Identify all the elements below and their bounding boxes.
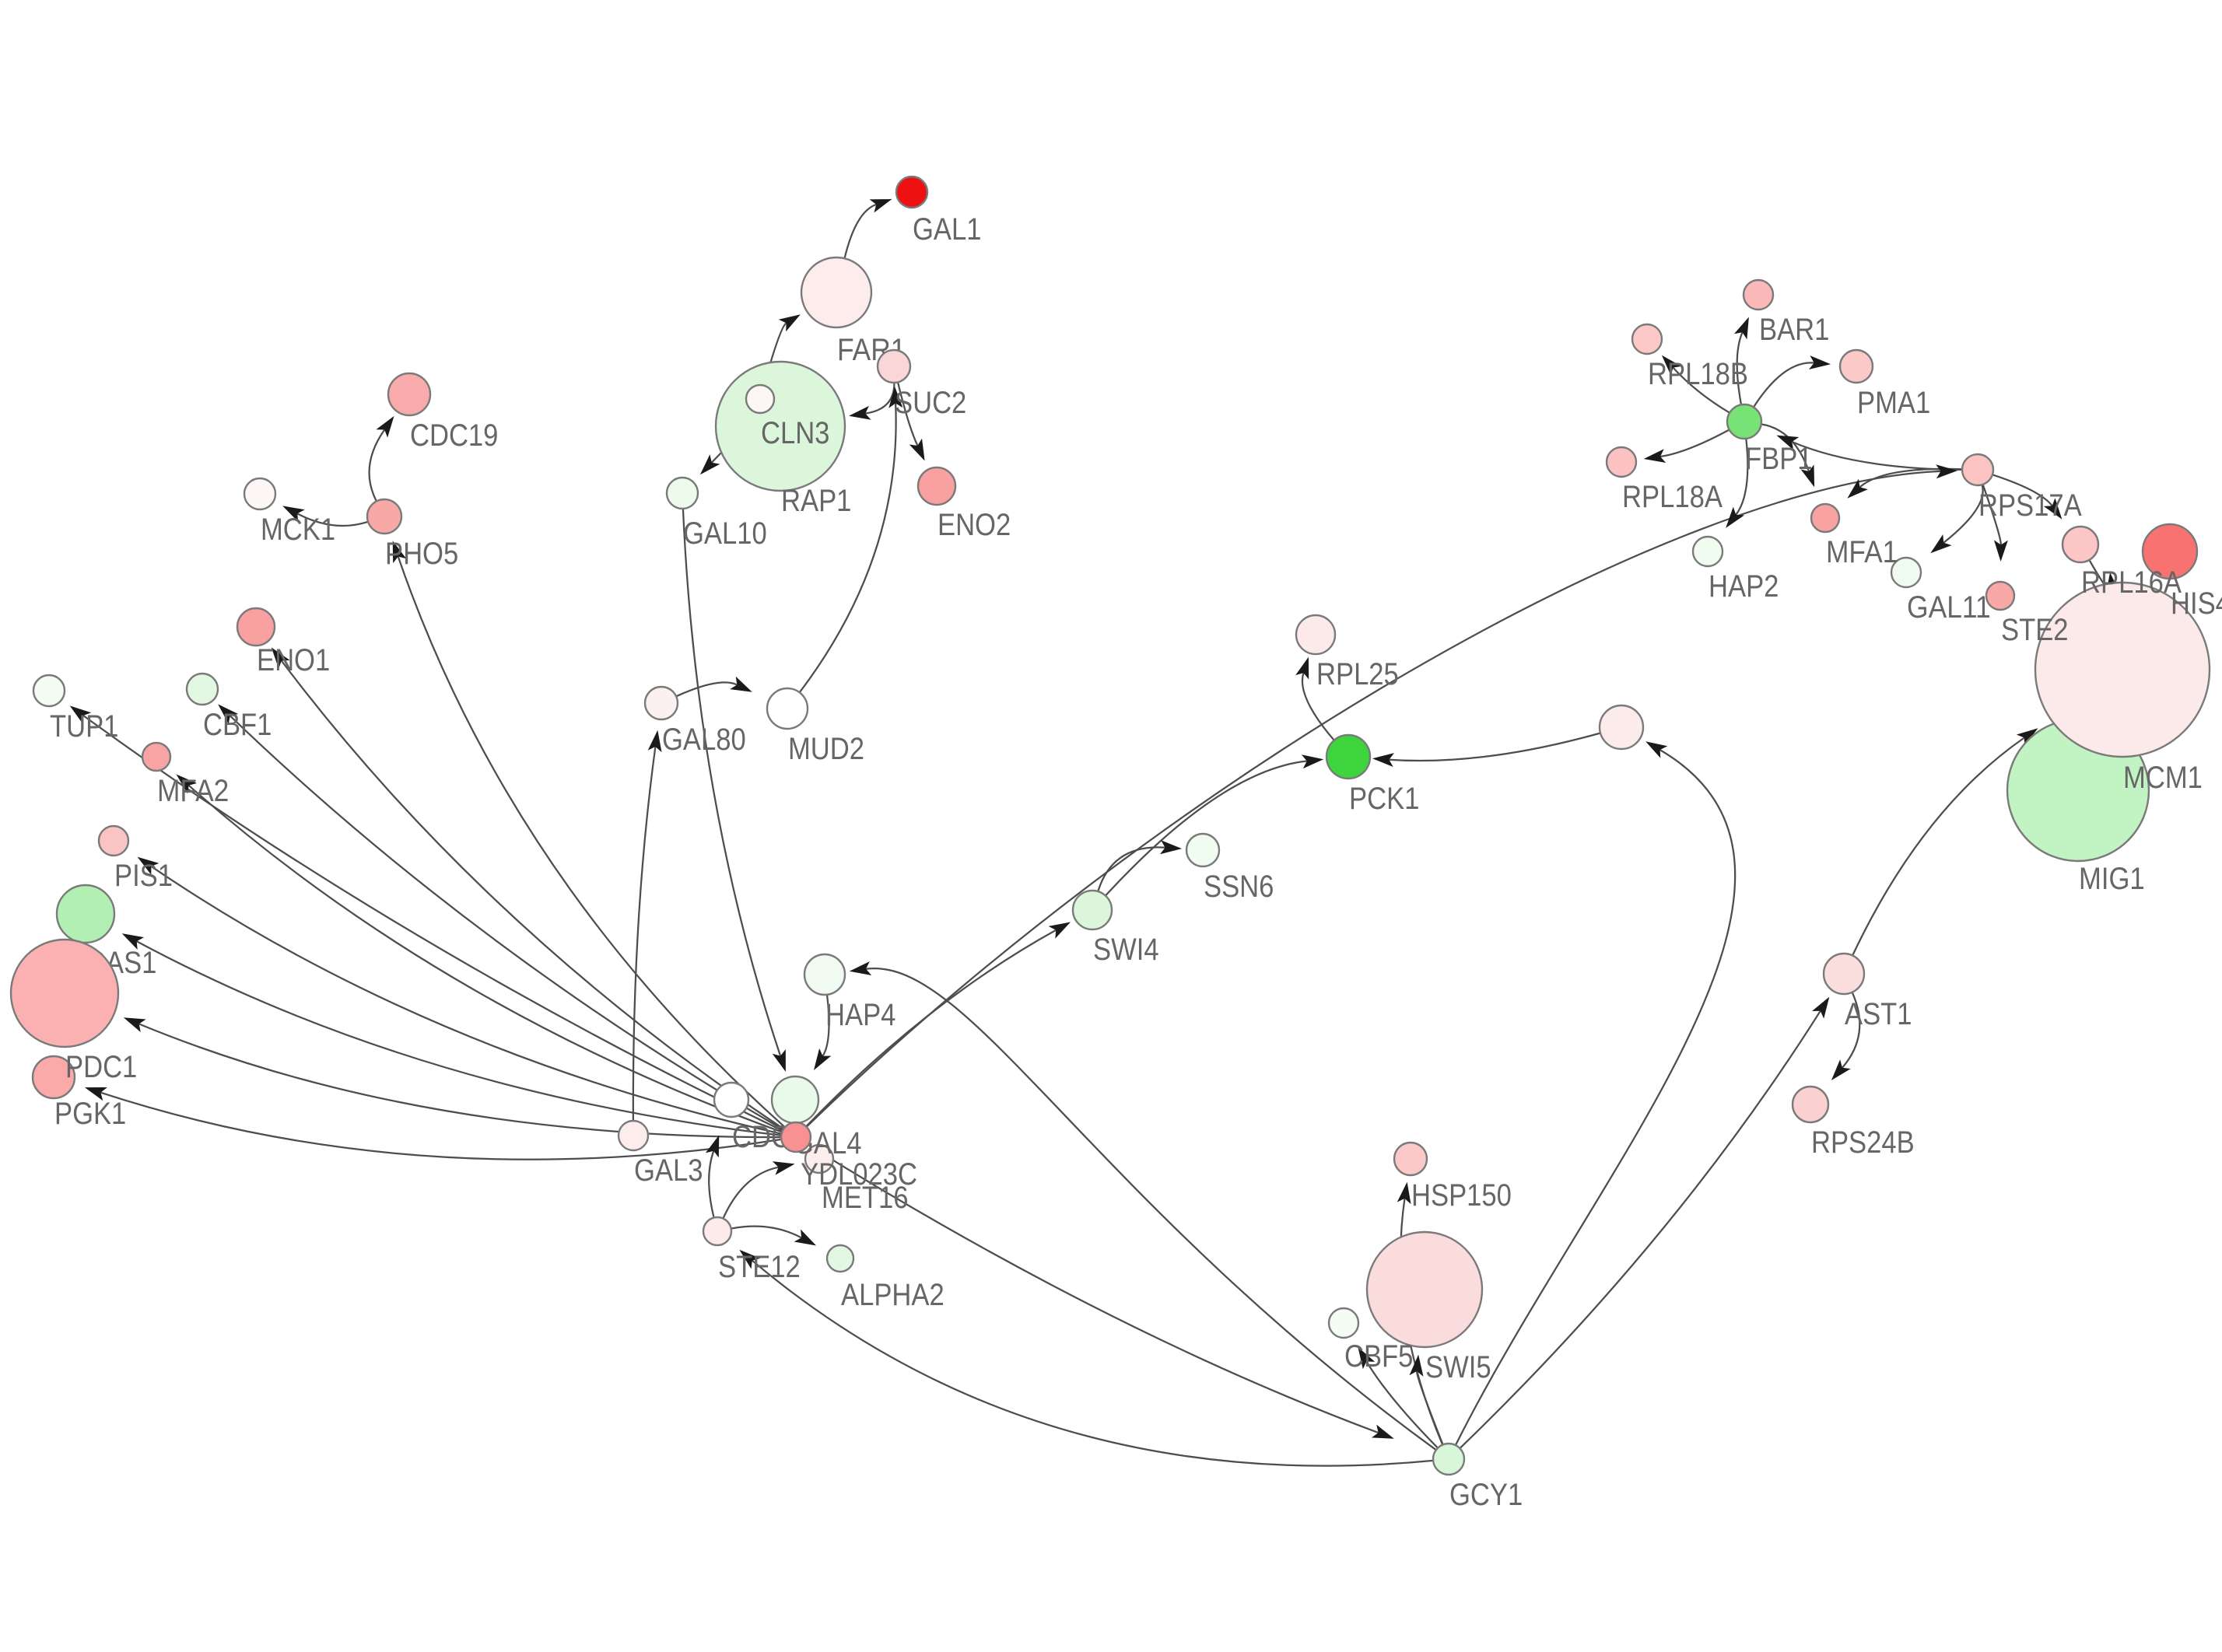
svg-text:HSP150: HSP150 (1411, 1178, 1512, 1213)
svg-text:RPL18A: RPL18A (1622, 480, 1723, 514)
svg-text:PHO5: PHO5 (385, 537, 458, 571)
svg-text:PIS1: PIS1 (114, 859, 173, 893)
svg-text:PCK1: PCK1 (1349, 782, 1419, 816)
svg-text:ENO1: ENO1 (257, 643, 330, 677)
svg-text:SUC2: SUC2 (895, 386, 966, 420)
svg-text:GAL1: GAL1 (913, 212, 982, 247)
svg-text:GCY1: GCY1 (1449, 1478, 1523, 1512)
svg-text:RPS24B: RPS24B (1811, 1125, 1915, 1160)
svg-text:PDC1: PDC1 (65, 1050, 137, 1084)
svg-text:GAL80: GAL80 (662, 723, 746, 757)
svg-text:PMA1: PMA1 (1857, 386, 1930, 420)
svg-text:GAL11: GAL11 (1907, 590, 1991, 625)
svg-text:MIG1: MIG1 (2079, 862, 2145, 896)
svg-text:GAL10: GAL10 (683, 516, 767, 551)
svg-text:TUP1: TUP1 (50, 709, 118, 744)
svg-text:CDC19: CDC19 (410, 418, 498, 453)
svg-text:ENO2: ENO2 (938, 508, 1011, 542)
svg-text:ALPHA2: ALPHA2 (841, 1278, 945, 1312)
svg-text:HAP2: HAP2 (1709, 569, 1779, 604)
svg-text:MET16: MET16 (822, 1181, 909, 1215)
svg-text:MFA1: MFA1 (1826, 535, 1898, 569)
svg-text:RPL16A: RPL16A (2081, 565, 2182, 600)
svg-text:RPL18B: RPL18B (1648, 357, 1748, 391)
svg-text:PGK1: PGK1 (54, 1097, 126, 1131)
svg-text:HIS4: HIS4 (2171, 586, 2222, 621)
svg-text:CLN3: CLN3 (761, 416, 829, 450)
svg-text:MFA2: MFA2 (157, 774, 229, 808)
svg-text:YDL023C: YDL023C (801, 1157, 917, 1192)
svg-text:SSN6: SSN6 (1204, 870, 1274, 904)
svg-text:SWI5: SWI5 (1425, 1350, 1491, 1384)
svg-text:RPL25: RPL25 (1316, 657, 1399, 691)
svg-text:CBF5: CBF5 (1344, 1339, 1413, 1374)
svg-text:MUD2: MUD2 (788, 732, 864, 766)
svg-text:STE12: STE12 (718, 1250, 801, 1284)
svg-text:AST1: AST1 (1845, 997, 1912, 1031)
svg-text:BAR1: BAR1 (1759, 313, 1829, 347)
svg-text:MCK1: MCK1 (261, 513, 335, 547)
svg-text:HAP4: HAP4 (825, 998, 895, 1032)
svg-text:RPS17A: RPS17A (1978, 488, 2082, 523)
svg-text:SWI4: SWI4 (1093, 933, 1159, 967)
svg-text:CBF1: CBF1 (203, 708, 272, 742)
svg-text:MCM1: MCM1 (2123, 761, 2203, 795)
svg-text:STE2: STE2 (2001, 613, 2069, 647)
svg-text:RAP1: RAP1 (781, 484, 851, 518)
svg-text:FBP1: FBP1 (1745, 442, 1813, 476)
svg-text:GAL3: GAL3 (634, 1153, 703, 1188)
